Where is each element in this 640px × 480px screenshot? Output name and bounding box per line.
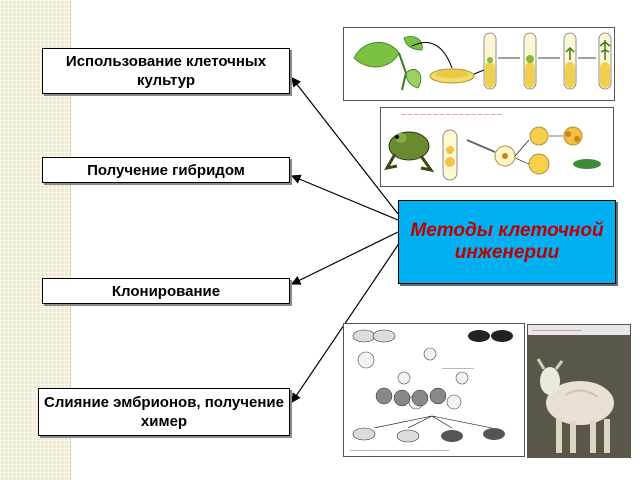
frog-cloning-illustration: — — — — — — — — — — — — — — — — [380, 107, 614, 187]
chimera-goat-photo: ────────────── [527, 324, 631, 458]
center-methods-box: Методы клеточной инженерии [398, 200, 616, 284]
svg-text:────────────────────────────: ──────────────────────────── [349, 448, 450, 454]
method-chimeras: Слияние эмбрионов, получение химер [38, 388, 290, 436]
mice-chimera-illustration: ───────── ──────────────────────────── [343, 323, 525, 457]
arrow-to-hybridomas [290, 174, 399, 221]
method-cell-cultures: Использование клеточных культур [42, 48, 290, 94]
svg-text:──────────────: ────────────── [531, 328, 582, 334]
method-cell-cultures-label: Использование клеточных культур [65, 53, 267, 89]
arrow-to-chimeras [291, 241, 401, 403]
method-chimeras-label: Слияние эмбрионов, получение химер [44, 394, 284, 430]
arrow-to-cloning [290, 231, 399, 285]
method-cloning: Клонирование [42, 278, 290, 304]
method-hybridomas: Получение гибридом [42, 157, 290, 183]
method-hybridomas-label: Получение гибридом [87, 161, 245, 179]
method-cloning-label: Клонирование [111, 282, 221, 300]
center-methods-label: Методы клеточной инженерии [410, 220, 604, 263]
plant-culture-illustration [343, 27, 615, 101]
svg-text:— — — — — — — — — — — — — — —: — — — — — — — — — — — — — — — — [401, 112, 502, 118]
arrow-to-cell-cultures [291, 77, 399, 215]
svg-text:─────────: ───────── [441, 366, 474, 372]
